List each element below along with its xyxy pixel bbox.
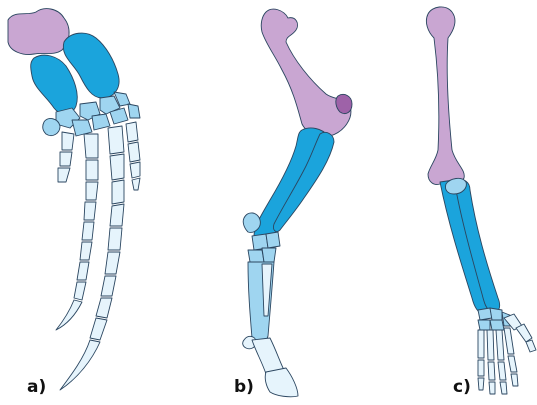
limb-a-phalanx: [101, 276, 116, 296]
limb-a-phalanx: [82, 222, 94, 240]
limb-a-phalanx: [112, 180, 124, 204]
limb-a: [8, 9, 140, 390]
limb-a-phalanx: [74, 282, 86, 300]
limb-a-phalanx: [110, 204, 124, 226]
limb-a-phalanx: [58, 168, 70, 182]
limb-c-phalanx: [488, 362, 495, 380]
limb-c-phalanx: [496, 330, 504, 360]
limb-c: [426, 7, 536, 394]
limb-c-phalanx: [504, 328, 514, 354]
limb-a-carpal: [92, 114, 110, 130]
label-c: c): [453, 377, 471, 397]
limb-a-humerus: [8, 9, 69, 55]
limb-c-carpal: [490, 320, 504, 330]
limb-a-phalanx: [77, 262, 89, 280]
limb-c-phalanx: [516, 324, 532, 342]
limb-a-phalanx: [126, 122, 138, 142]
limb-b-pastern: [252, 338, 284, 374]
limb-b-carpal: [262, 248, 276, 262]
limb-a-phalanx: [80, 242, 92, 260]
limb-a-phalanx: [108, 228, 122, 250]
limb-b-carpal: [266, 232, 280, 248]
limb-a-phalanx: [60, 152, 72, 166]
limb-b-olecranon: [243, 213, 260, 232]
limb-a-phalanx: [132, 178, 140, 190]
limb-b-hoof-bone: [265, 368, 298, 397]
limb-a-phalanx: [84, 202, 96, 220]
limb-c-carpal: [478, 320, 490, 330]
limb-a-claw: [60, 340, 100, 390]
limb-b-humerus: [261, 9, 351, 136]
limb-c-phalanx: [478, 360, 484, 376]
limb-a-carpal: [128, 104, 140, 118]
limb-c-phalanx: [498, 362, 506, 380]
limb-a-phalanx: [108, 126, 124, 154]
limb-c-humerus: [426, 7, 464, 185]
limb-c-phalanx: [489, 382, 495, 394]
limb-c-phalanx: [500, 382, 507, 394]
limb-c-phalanx: [478, 378, 484, 390]
limb-c-phalanx: [526, 340, 536, 352]
label-a: a): [27, 377, 46, 397]
limb-a-phalanx: [130, 162, 140, 178]
limb-a-phalanx: [128, 142, 140, 162]
limb-a-ulna: [31, 55, 78, 114]
limb-c-phalanx: [508, 356, 517, 372]
limb-b-carpal: [248, 250, 264, 262]
limb-b-carpals: [248, 232, 280, 262]
limb-a-claw: [56, 300, 82, 330]
limb-c-carpal: [490, 308, 502, 320]
limb-a-phalanx: [110, 154, 124, 180]
limb-a-phalanx: [86, 182, 98, 200]
limb-c-phalanx: [511, 374, 518, 386]
limb-a-pisiform: [43, 119, 60, 136]
limb-b: [243, 9, 352, 397]
limb-a-phalanx: [105, 252, 120, 274]
limb-a-digits: [56, 122, 140, 390]
limb-a-phalanx: [96, 298, 112, 318]
limb-c-phalanx: [478, 330, 484, 358]
limb-a-phalanx: [84, 134, 98, 158]
limb-a-phalanx: [62, 132, 74, 150]
limb-a-phalanx: [86, 160, 98, 180]
label-b: b): [234, 377, 254, 397]
limb-c-phalanx: [487, 330, 494, 360]
limb-a-phalanx: [90, 318, 107, 340]
